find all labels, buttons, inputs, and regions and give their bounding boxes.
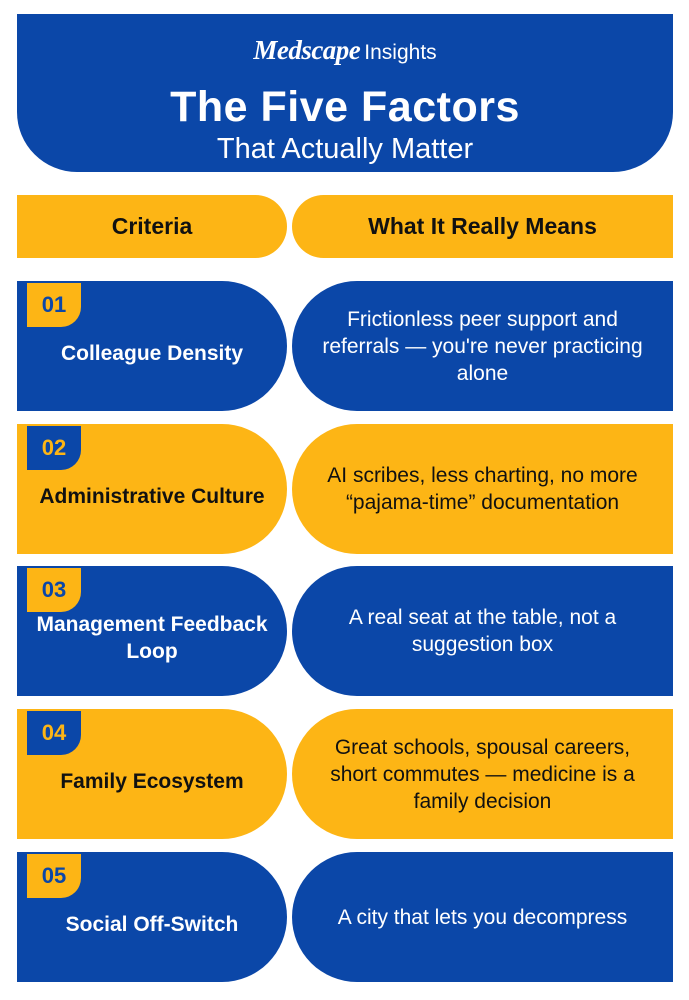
brand-sub: Insights bbox=[364, 41, 437, 64]
meaning-cell: AI scribes, less charting, no more “paja… bbox=[292, 424, 673, 554]
factor-row: Family Ecosystem 04 Great schools, spous… bbox=[17, 709, 673, 839]
factor-row: Social Off-Switch 05 A city that lets yo… bbox=[17, 852, 673, 982]
meaning-text: A real seat at the table, not a suggesti… bbox=[348, 606, 617, 656]
meaning-cell: A city that lets you decompress bbox=[292, 852, 673, 982]
factor-number-badge: 02 bbox=[27, 426, 81, 470]
column-header-criteria: Criteria bbox=[17, 195, 287, 258]
meaning-cell: Great schools, spousal careers, short co… bbox=[292, 709, 673, 839]
column-header-meaning: What It Really Means bbox=[292, 195, 673, 258]
factor-number-badge: 01 bbox=[27, 283, 81, 327]
factor-row: Colleague Density 01 Frictionless peer s… bbox=[17, 281, 673, 411]
criteria-cell: Management Feedback Loop bbox=[17, 566, 287, 696]
page-title: The Five Factors bbox=[170, 83, 520, 131]
factor-number-badge: 04 bbox=[27, 711, 81, 755]
meaning-cell: Frictionless peer support and referrals … bbox=[292, 281, 673, 411]
meaning-cell: A real seat at the table, not a suggesti… bbox=[292, 566, 673, 696]
factor-row: Management Feedback Loop 03 A real seat … bbox=[17, 566, 673, 696]
meaning-text: Frictionless peer support and referrals … bbox=[322, 307, 643, 385]
factor-number-badge: 05 bbox=[27, 854, 81, 898]
criteria-label: Family Ecosystem bbox=[60, 769, 244, 793]
meaning-text: AI scribes, less charting, no more “paja… bbox=[327, 464, 638, 514]
factor-number-badge: 03 bbox=[27, 568, 81, 612]
brand-name: Medscape bbox=[253, 35, 361, 65]
page-subtitle: That Actually Matter bbox=[216, 133, 474, 165]
criteria-label: Social Off-Switch bbox=[65, 912, 239, 936]
meaning-text: A city that lets you decompress bbox=[337, 905, 628, 929]
meaning-text: Great schools, spousal careers, short co… bbox=[330, 735, 635, 813]
criteria-label: Management Feedback Loop bbox=[36, 613, 268, 663]
factor-row: Administrative Culture 02 AI scribes, le… bbox=[17, 424, 673, 554]
criteria-label: Administrative Culture bbox=[39, 484, 265, 508]
criteria-label: Colleague Density bbox=[60, 341, 244, 365]
